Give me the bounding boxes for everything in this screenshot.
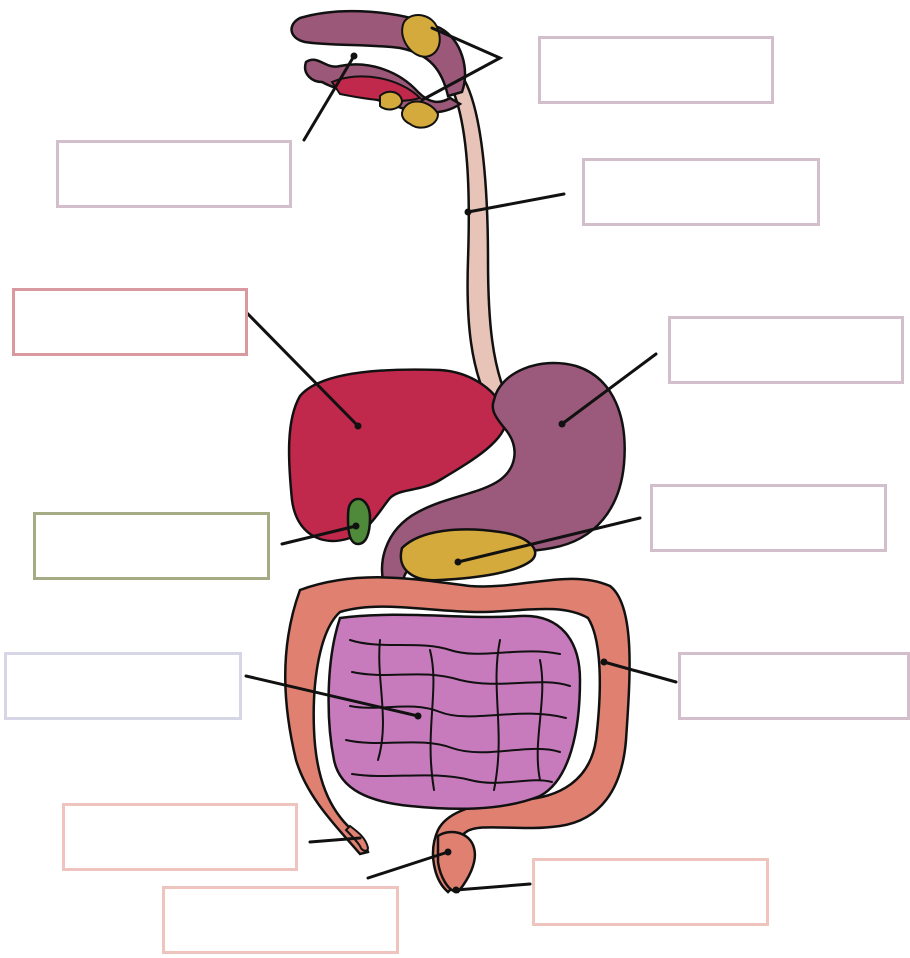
label-box-rectum[interactable] <box>162 886 399 954</box>
label-box-mouth[interactable] <box>56 140 292 208</box>
label-box-appendix[interactable] <box>62 803 298 871</box>
tongue-organ <box>332 76 420 101</box>
label-box-pancreas[interactable] <box>650 484 887 552</box>
label-box-anus[interactable] <box>532 858 769 926</box>
label-box-gallbladder[interactable] <box>33 512 270 580</box>
gallbladder-organ <box>348 499 370 544</box>
label-box-liver[interactable] <box>12 288 248 356</box>
label-box-small-intestine[interactable] <box>4 652 242 720</box>
label-box-stomach[interactable] <box>668 316 904 384</box>
small-intestine-organ <box>329 615 580 809</box>
leader-line-anus <box>456 884 530 890</box>
label-box-esophagus[interactable] <box>582 158 820 226</box>
label-box-salivary-glands[interactable] <box>538 36 774 104</box>
label-box-large-intestine[interactable] <box>678 652 910 720</box>
esophagus-organ <box>448 76 510 410</box>
pancreas-organ <box>401 529 535 580</box>
